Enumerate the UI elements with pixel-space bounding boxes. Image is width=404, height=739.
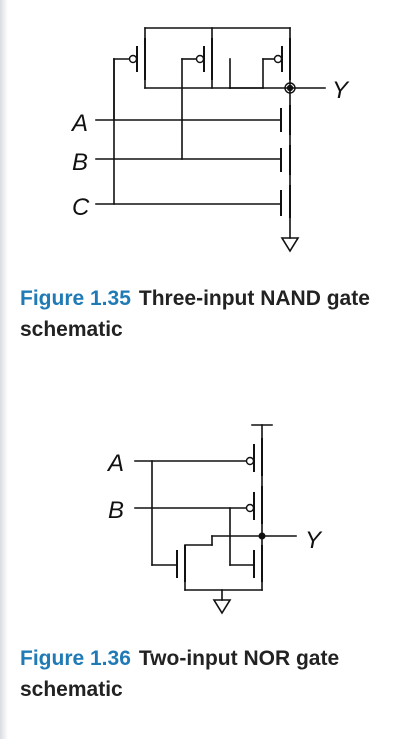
figure-title-1: Three-input NAND gate schematic [20,287,370,341]
nand-output-label: Y [332,77,350,104]
nor-output-label: Y [305,527,323,554]
nand-input-b-label: B [72,149,88,176]
figure-number-2: Figure 1.36 [20,647,131,670]
page-edge-shade [0,0,8,739]
nand-input-c-label: C [72,194,90,221]
ground-symbol-2 [212,599,232,615]
ground-symbol [280,237,300,253]
nor-input-a-label: A [106,450,124,477]
nand3-schematic: Y A B C [70,27,350,253]
nor2-schematic: Y A B [106,424,323,615]
nand-input-a-label: A [70,110,88,137]
nmos-stack [280,87,300,253]
figure-title-2: Two-input NOR gate schematic [20,647,340,701]
nor-input-b-label: B [108,497,124,524]
pmos-c [229,27,291,89]
pmos-b [181,27,213,160]
figure-number-1: Figure 1.35 [20,287,131,310]
